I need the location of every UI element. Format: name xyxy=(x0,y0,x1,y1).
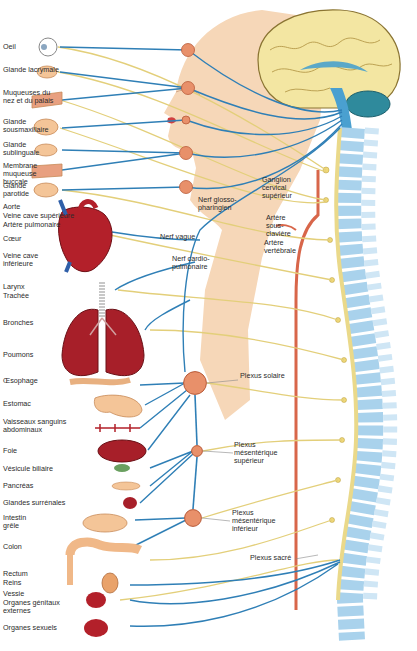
organ-label: Larynx xyxy=(3,283,63,291)
organ-label: Glande sublinguale xyxy=(3,141,48,157)
nerve-label: Nerf glosso-pharingien xyxy=(198,196,250,212)
vena-cava xyxy=(60,200,70,272)
rectum xyxy=(67,555,73,585)
vertebral-process xyxy=(368,128,390,600)
plexus-fill xyxy=(185,510,202,527)
organ-label: Veine cave supérieure xyxy=(3,212,83,220)
organ-label: Foie xyxy=(3,447,63,455)
pancreas xyxy=(112,482,140,490)
organ-label: Poumons xyxy=(3,351,63,359)
organ-label: Trachée xyxy=(3,292,63,300)
organ-label: Glande parotide xyxy=(3,182,43,198)
bronchi xyxy=(90,318,116,335)
connector-line xyxy=(193,457,197,509)
nerve-label: Ganglion cervical supérieur xyxy=(262,176,307,200)
plexus-shape xyxy=(184,509,202,527)
lung-right xyxy=(106,309,144,375)
plexus-fill xyxy=(184,372,207,395)
organ-label: Glande lacrymale xyxy=(3,66,63,74)
brain-folds xyxy=(270,38,392,92)
organ-label: Bronches xyxy=(3,319,63,327)
organ-label: Reins xyxy=(3,579,63,587)
bladder xyxy=(86,592,106,608)
nerve-label: Nerf cardio-pulmonaire xyxy=(172,255,217,271)
organ-label: Vessie xyxy=(3,590,63,598)
nerve-connector xyxy=(195,395,197,445)
organ-label: Organes génitaux externes xyxy=(3,599,65,615)
organ-label: Intestin grêle xyxy=(3,514,33,530)
organ-label: Estomac xyxy=(3,400,63,408)
nerve-connector xyxy=(193,457,197,509)
adrenal xyxy=(123,497,137,509)
aorta xyxy=(80,202,96,212)
vertebral-artery xyxy=(296,170,318,610)
oesophagus xyxy=(70,380,130,382)
plexus-shape xyxy=(183,371,207,395)
nerve-label: Plexus sacré xyxy=(250,554,310,562)
colon xyxy=(70,542,140,555)
nerve-label: Nerf vague xyxy=(160,233,210,241)
organ-label: Aorte xyxy=(3,203,73,211)
organ-label: Pancréas xyxy=(3,482,63,490)
spinal-cord xyxy=(336,128,356,600)
nerve-label: Artère sous-clavière xyxy=(266,214,302,238)
cerebellum xyxy=(346,91,390,117)
stomach xyxy=(94,395,142,417)
organ-label: Rectum xyxy=(3,570,63,578)
organ-label: Cœur xyxy=(3,235,63,243)
trachea xyxy=(99,282,105,318)
organ-label: Œsophage xyxy=(3,377,63,385)
organ-label: Glande sousmaxillaire xyxy=(3,118,51,134)
parasympathetic-nerves xyxy=(60,47,342,626)
plexus-circle: Plexus mésentérique supérieur xyxy=(191,445,203,457)
leader-lines xyxy=(202,380,318,559)
organ-label: Vésicule biliaire xyxy=(3,465,73,473)
liver xyxy=(98,440,146,462)
plexus-label: Plexus mésentérique inférieur xyxy=(232,509,292,533)
nerve-label: Artère vertébrale xyxy=(264,239,300,255)
eye xyxy=(39,38,57,56)
kidney xyxy=(102,573,118,593)
head-ganglia xyxy=(180,44,195,194)
brainstem xyxy=(330,88,352,130)
plexus-label: Plexus mésentérique supérieur xyxy=(234,441,296,465)
vessels xyxy=(95,424,140,432)
organ-label: Oeil xyxy=(3,43,63,51)
organ-label: Artère pulmonaire xyxy=(3,221,73,229)
organ-label: Veine cave inférieure xyxy=(3,252,43,268)
plexus-label: Plexus solaire xyxy=(240,372,300,380)
pupil xyxy=(41,44,47,50)
plexus-circle: Plexus mésentérique inférieur xyxy=(184,509,202,527)
corpus xyxy=(300,61,368,72)
ganglia xyxy=(323,167,347,523)
gallbladder xyxy=(114,464,130,472)
sympathetic-nerves xyxy=(58,47,344,600)
organ-label: Glandes surrénales xyxy=(3,499,73,507)
connector-line xyxy=(195,395,197,445)
organ-label: Organes sexuels xyxy=(3,624,73,632)
small-intestine xyxy=(83,514,127,532)
lung-left xyxy=(62,309,98,375)
organ-label: Vaisseaux sanguins abdominaux xyxy=(3,418,75,434)
plexus-circle: Plexus solaire xyxy=(183,371,207,395)
genitals xyxy=(84,619,108,637)
plexus-fill xyxy=(192,446,203,457)
organ-label: Muqueuses du nez et du palais xyxy=(3,89,55,105)
plexus-shape xyxy=(191,445,203,457)
organ-label: Colon xyxy=(3,543,63,551)
